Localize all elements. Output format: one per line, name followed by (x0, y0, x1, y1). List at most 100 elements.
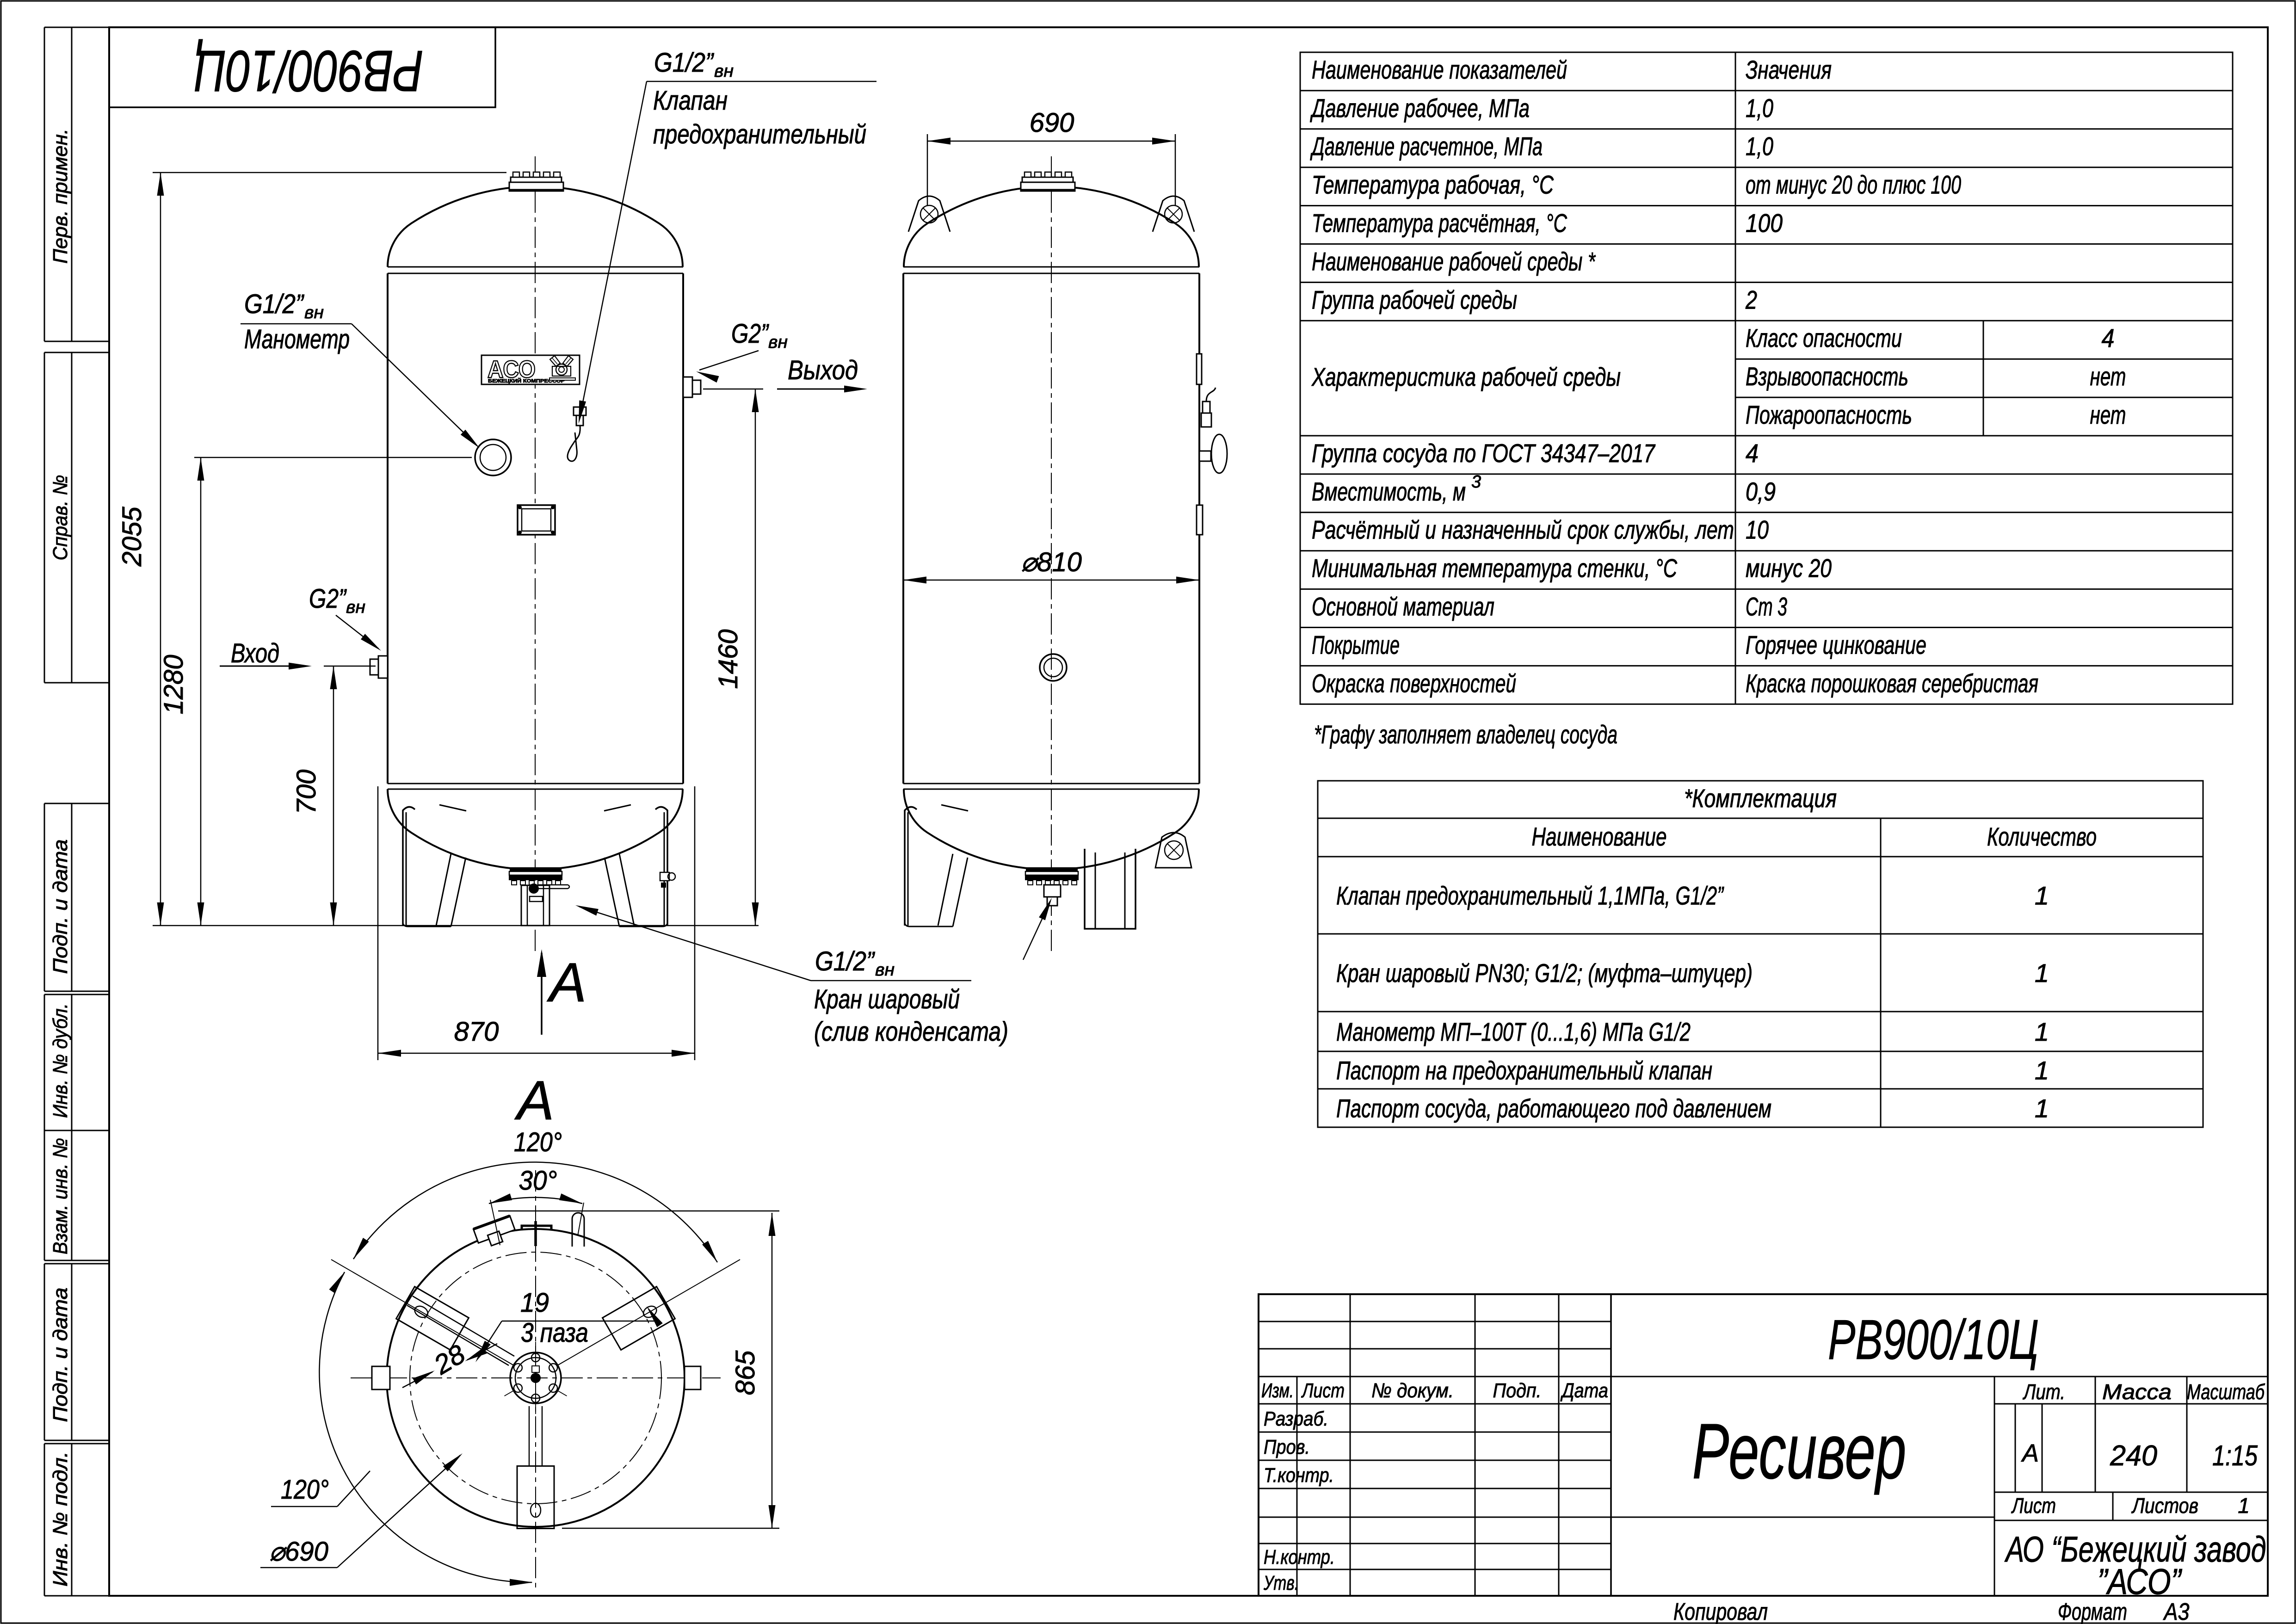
svg-text:БЕЖЕЦКИЙ КОМПРЕССОР: БЕЖЕЦКИЙ КОМПРЕССОР (488, 378, 565, 384)
svg-text:Манометр: Манометр (244, 324, 350, 354)
svg-text:1: 1 (2035, 958, 2049, 988)
svg-text:Инв. № дубл.: Инв. № дубл. (49, 1003, 72, 1118)
svg-text:Клапан предохранительный 1,1МП: Клапан предохранительный 1,1МПа, G1/2” (1336, 881, 1724, 910)
svg-text:G2”: G2” (731, 319, 769, 349)
svg-text:Справ. №: Справ. № (49, 475, 72, 561)
svg-text:240: 240 (2110, 1440, 2157, 1472)
svg-text:865: 865 (730, 1350, 760, 1396)
svg-text:3: 3 (1471, 472, 1481, 492)
svg-text:1:15: 1:15 (2212, 1440, 2258, 1472)
svg-text:G1/2”: G1/2” (654, 48, 714, 78)
svg-text:Температура расчётная, °С: Температура расчётная, °С (1312, 209, 1567, 238)
svg-text:Н.контр.: Н.контр. (1264, 1546, 1335, 1568)
svg-text:Краска порошковая серебристая: Краска порошковая серебристая (1746, 668, 2038, 698)
svg-text:1: 1 (2035, 1094, 2049, 1123)
svg-text:G1/2”: G1/2” (244, 289, 304, 319)
svg-text:Лист: Лист (2011, 1494, 2056, 1518)
svg-text:РВ900/10Ц: РВ900/10Ц (194, 38, 424, 104)
svg-text:700: 700 (291, 770, 321, 815)
svg-text:⌀690: ⌀690 (269, 1537, 328, 1567)
svg-text:Пожароопасность: Пожароопасность (1746, 400, 1912, 429)
svg-text:Формат: Формат (2058, 1599, 2127, 1624)
svg-text:Утв.: Утв. (1263, 1572, 1299, 1594)
svg-text:Лит.: Лит. (2022, 1380, 2065, 1404)
svg-text:(слив конденсата): (слив конденсата) (814, 1017, 1008, 1047)
svg-text:Значения: Значения (1746, 55, 1832, 84)
svg-text:Вместимость, м: Вместимость, м (1312, 477, 1466, 506)
svg-text:0,9: 0,9 (1746, 477, 1776, 506)
svg-text:предохранительный: предохранительный (653, 119, 866, 149)
svg-text:Т.контр.: Т.контр. (1264, 1464, 1334, 1487)
svg-text:1: 1 (2035, 1056, 2049, 1085)
svg-text:Листов: Листов (2131, 1494, 2198, 1518)
svg-text:G1/2”: G1/2” (815, 946, 875, 976)
svg-text:Подп.: Подп. (1493, 1379, 1542, 1402)
svg-text:Пров.: Пров. (1264, 1436, 1310, 1458)
svg-text:вн: вн (304, 303, 324, 322)
svg-text:Инв. № подл.: Инв. № подл. (49, 1451, 72, 1587)
svg-text:Манометр МП–100Т (0...1,6) МПа: Манометр МП–100Т (0...1,6) МПа G1/2 (1336, 1017, 1691, 1046)
svg-text:Изм.: Изм. (1261, 1379, 1294, 1402)
svg-text:Лист: Лист (1301, 1379, 1345, 1402)
svg-text:А: А (514, 1069, 554, 1131)
svg-text:1,0: 1,0 (1746, 132, 1773, 161)
svg-text:1: 1 (2035, 1017, 2049, 1046)
svg-text:Разраб.: Разраб. (1264, 1408, 1328, 1430)
svg-text:Покрытие: Покрытие (1312, 630, 1400, 659)
svg-text:Горячее цинкование: Горячее цинкование (1746, 630, 1926, 659)
svg-text:Масса: Масса (2102, 1380, 2172, 1404)
svg-text:АСО: АСО (488, 356, 536, 383)
svg-text:Выход: Выход (788, 355, 858, 385)
svg-text:690: 690 (1030, 108, 1074, 138)
svg-text:Копировал: Копировал (1673, 1599, 1768, 1624)
svg-text:Вход: Вход (231, 638, 279, 668)
svg-text:4: 4 (1746, 438, 1759, 468)
svg-text:Дата: Дата (1560, 1379, 1608, 1402)
svg-text:Группа сосуда по ГОСТ 34347–20: Группа сосуда по ГОСТ 34347–2017 (1312, 438, 1655, 468)
svg-text:Взрывоопасность: Взрывоопасность (1746, 362, 1908, 391)
svg-text:”АСО”: ”АСО” (2098, 1561, 2183, 1602)
svg-text:1280: 1280 (159, 655, 189, 714)
svg-text:АО “Бежецкий завод: АО “Бежецкий завод (2004, 1529, 2266, 1569)
svg-text:3 паза: 3 паза (521, 1318, 588, 1348)
svg-text:Окраска поверхностей: Окраска поверхностей (1312, 668, 1516, 698)
svg-text:вн: вн (875, 960, 895, 980)
svg-text:Клапан: Клапан (653, 86, 728, 116)
svg-text:Подп. и дата: Подп. и дата (49, 1288, 72, 1422)
svg-text:Наименование показателей: Наименование показателей (1312, 55, 1567, 84)
svg-text:РВ900/10Ц: РВ900/10Ц (1828, 1308, 2039, 1371)
svg-text:Масштаб: Масштаб (2187, 1380, 2265, 1404)
svg-text:G2”: G2” (309, 584, 347, 614)
svg-text:Перв. примен.: Перв. примен. (49, 129, 72, 264)
svg-text:⌀810: ⌀810 (1021, 547, 1082, 577)
svg-text:870: 870 (454, 1017, 499, 1047)
svg-text:2055: 2055 (117, 506, 147, 567)
svg-text:нет: нет (2090, 400, 2126, 429)
svg-text:А3: А3 (2163, 1599, 2190, 1624)
svg-text:4: 4 (2102, 323, 2115, 352)
svg-text:нет: нет (2090, 362, 2126, 391)
svg-text:1,0: 1,0 (1746, 93, 1773, 123)
svg-text:1: 1 (2035, 881, 2049, 910)
svg-text:Кран шаровый: Кран шаровый (814, 984, 960, 1014)
svg-text:Паспорт сосуда, работающего по: Паспорт сосуда, работающего под давление… (1336, 1094, 1771, 1123)
svg-text:№ докум.: № докум. (1371, 1379, 1454, 1402)
svg-text:120°: 120° (281, 1475, 329, 1505)
svg-text:Паспорт на предохранительный к: Паспорт на предохранительный клапан (1336, 1056, 1712, 1085)
svg-text:Давление рабочее, МПа: Давление рабочее, МПа (1310, 93, 1530, 123)
svg-text:вн: вн (346, 598, 365, 617)
svg-text:Давление расчетное, МПа: Давление расчетное, МПа (1310, 132, 1543, 161)
svg-text:Основной материал: Основной материал (1312, 592, 1494, 621)
svg-text:1460: 1460 (713, 629, 743, 689)
svg-text:Количество: Количество (1987, 822, 2097, 851)
svg-text:Кран шаровый PN30; G1/2; (муфт: Кран шаровый PN30; G1/2; (муфта–штуцер) (1336, 958, 1753, 988)
svg-text:Взам. инв. №: Взам. инв. № (49, 1138, 72, 1254)
svg-text:120°: 120° (514, 1127, 562, 1157)
svg-text:19: 19 (520, 1288, 549, 1318)
svg-text:Расчётный и назначенный срок с: Расчётный и назначенный срок службы, лет (1312, 515, 1734, 544)
svg-text:Наименование: Наименование (1532, 822, 1667, 851)
svg-text:Наименование рабочей среды *: Наименование рабочей среды * (1312, 247, 1596, 276)
svg-text:Характеристика рабочей среды: Характеристика рабочей среды (1311, 362, 1621, 391)
svg-text:Температура рабочая, °С: Температура рабочая, °С (1312, 170, 1554, 199)
svg-text:Ресивер: Ресивер (1692, 1408, 1907, 1495)
